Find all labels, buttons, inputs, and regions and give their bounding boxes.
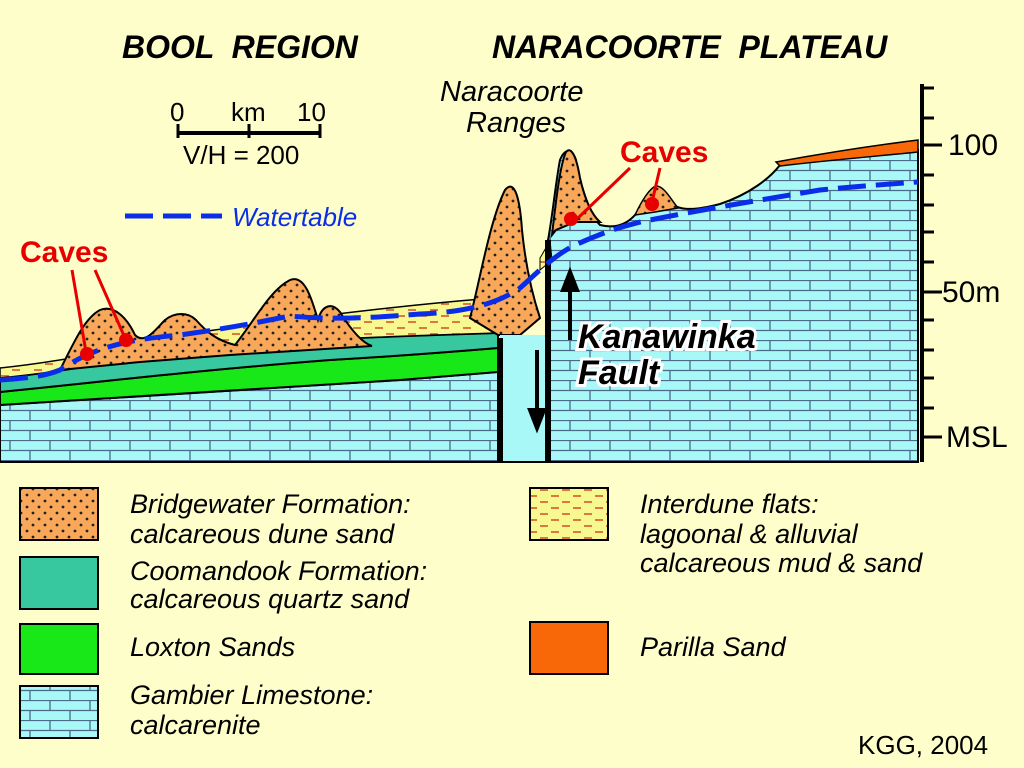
label-caves-right: Caves xyxy=(620,136,708,169)
fault-arrow-down xyxy=(527,350,547,434)
label-watertable: Watertable xyxy=(232,202,357,232)
legend-swatch-parilla xyxy=(529,621,609,675)
legend-coomandook-line2: calcareous quartz sand xyxy=(130,584,410,614)
cave-dot-right-1 xyxy=(564,212,578,226)
credit: KGG, 2004 xyxy=(858,730,988,760)
label-caves-left: Caves xyxy=(20,236,108,269)
legend-swatch-bridgewater xyxy=(19,487,99,541)
bridgewater-dune-naracoorte xyxy=(550,149,603,239)
cave-dot-right-2 xyxy=(645,197,659,211)
elevation-label-100: 100 xyxy=(948,129,998,162)
parilla-sand-layer xyxy=(774,139,919,167)
label-ranges: Ranges xyxy=(466,107,566,139)
cave-dot-left-2 xyxy=(119,333,133,347)
scale-tick-10: 10 xyxy=(297,97,326,127)
caves-left-pointer-2 xyxy=(93,269,127,339)
caves-right-pointer-2 xyxy=(650,167,662,203)
title-bool-region: BOOL REGION xyxy=(122,29,359,65)
legend-gambier-line1: Gambier Limestone: xyxy=(130,680,373,710)
label-kanawinka: Kanawinka xyxy=(578,318,756,356)
gambier-limestone-right xyxy=(547,148,919,463)
legend-swatch-coomandook xyxy=(19,556,99,610)
legend: Bridgewater Formation: calcareous dune s… xyxy=(19,487,923,740)
elevation-ticks xyxy=(922,86,942,439)
scale-unit-km: km xyxy=(231,97,266,127)
bridgewater-dune-ranges xyxy=(468,185,542,336)
legend-gambier-line2: calcarenite xyxy=(130,710,261,740)
legend-loxton: Loxton Sands xyxy=(130,632,295,662)
label-naracoorte: Naracoorte xyxy=(440,76,583,108)
scale-bar: 0 km 10 V/H = 200 xyxy=(170,97,326,170)
legend-bridgewater-line1: Bridgewater Formation: xyxy=(130,489,411,519)
legend-swatch-gambier xyxy=(19,685,99,739)
elevation-label-50m: 50m xyxy=(942,276,1000,309)
legend-interdune-line1: Interdune flats: xyxy=(640,489,819,519)
bridgewater-dunes-left xyxy=(58,278,373,372)
legend-interdune-line3: calcareous mud & sand xyxy=(640,548,923,578)
legend-parilla: Parilla Sand xyxy=(640,632,787,662)
scale-tick-0: 0 xyxy=(170,97,184,127)
legend-swatch-interdune xyxy=(529,487,609,541)
label-fault: Fault xyxy=(578,354,661,392)
cave-dot-left-1 xyxy=(80,347,94,361)
legend-swatch-loxton xyxy=(19,623,99,675)
fault-zone-gap xyxy=(500,335,548,462)
cross-section: 100 50m MSL xyxy=(0,84,1008,463)
title-naracoorte-plateau: NARACOORTE PLATEAU xyxy=(492,29,888,65)
legend-coomandook-line1: Coomandook Formation: xyxy=(130,556,427,586)
fault-arrow-up xyxy=(560,266,580,340)
caves-left-pointer-1 xyxy=(70,269,88,353)
legend-bridgewater-line2: calcareous dune sand xyxy=(130,519,395,549)
elevation-label-msl: MSL xyxy=(946,421,1008,454)
scale-ratio: V/H = 200 xyxy=(183,140,299,170)
legend-interdune-line2: lagoonal & alluvial xyxy=(640,519,859,549)
caves-right-pointer-1 xyxy=(576,166,632,220)
